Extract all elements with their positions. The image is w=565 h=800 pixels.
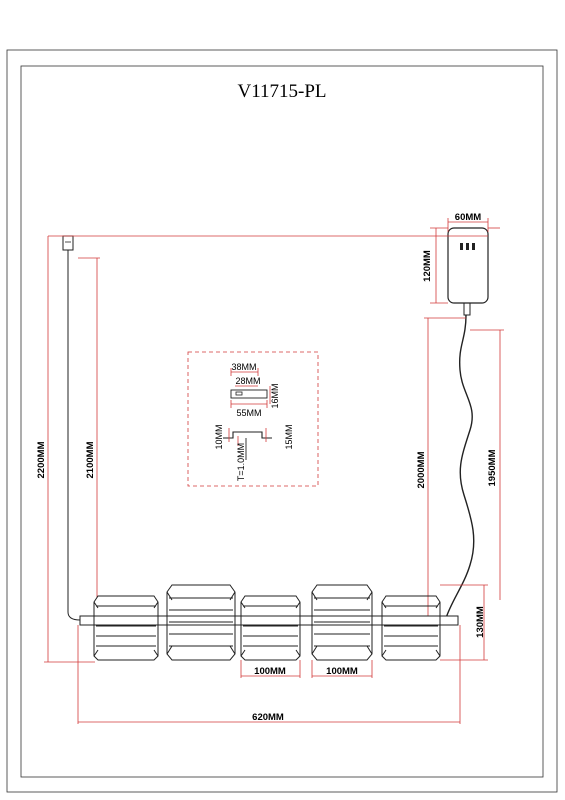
detail-width-28: 28MM xyxy=(235,376,260,386)
crystal-shade-3 xyxy=(240,595,301,661)
dim-total-height: 2200MM xyxy=(36,441,47,478)
driver-box xyxy=(447,227,489,316)
model-title: V11715-PL xyxy=(237,81,326,102)
outer-border xyxy=(6,49,558,793)
dim-shade-width-b: 100MM xyxy=(326,666,358,677)
detail-width-38: 38MM xyxy=(231,362,256,372)
detail-width-55: 55MM xyxy=(236,408,261,418)
mounting-bar xyxy=(79,615,459,626)
crystal-shade-5 xyxy=(381,595,441,661)
dim-box-width: 60MM xyxy=(455,212,481,223)
detail-box xyxy=(187,351,319,487)
detail-height-16: 16MM xyxy=(270,383,280,408)
dim-cable-length: 2000MM xyxy=(416,451,427,488)
crystal-shade-1 xyxy=(93,595,159,661)
dim-suspension-height: 2100MM xyxy=(85,441,96,478)
detail-height-15: 15MM xyxy=(284,424,294,449)
dim-box-height: 120MM xyxy=(422,250,433,282)
power-cord xyxy=(445,314,475,619)
crystal-shade-4 xyxy=(311,584,373,661)
dim-shade-width-a: 100MM xyxy=(254,666,286,677)
dim-total-length: 620MM xyxy=(252,712,284,723)
crystal-shade-2 xyxy=(166,584,236,661)
dim-shade-height: 130MM xyxy=(475,606,486,638)
detail-thickness: T=1.0MM xyxy=(236,443,246,481)
dim-cord-length: 1950MM xyxy=(487,449,498,486)
bracket-detail: 38MM 28MM 16MM 55MM 10MM 15MM T=1.0MM xyxy=(214,362,294,481)
detail-height-10: 10MM xyxy=(214,424,224,449)
inner-border xyxy=(20,65,544,778)
shade-group xyxy=(79,584,459,661)
ceiling-mount xyxy=(62,235,74,251)
suspension-wire xyxy=(67,250,95,621)
